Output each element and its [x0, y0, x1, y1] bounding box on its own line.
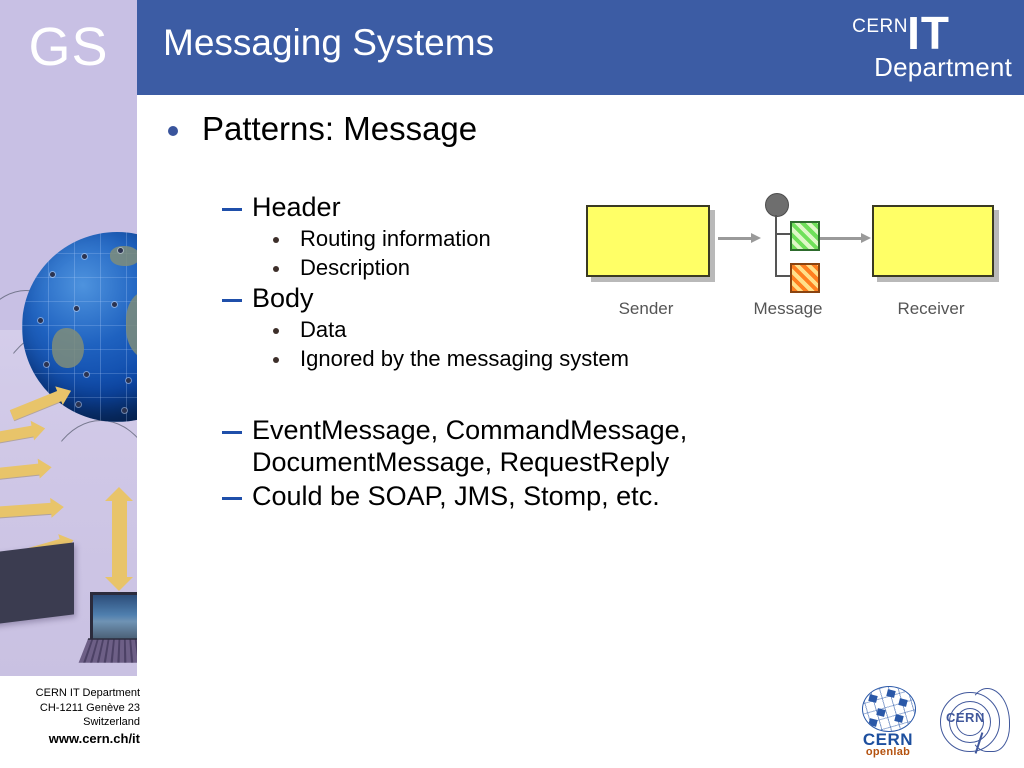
department-logo-text: Department [874, 52, 1012, 82]
receiver-box [872, 205, 994, 277]
globe-landmass [110, 246, 137, 266]
globe-node [112, 302, 117, 307]
bullet-small-dot-icon [273, 265, 279, 272]
message-label: Message [753, 299, 823, 318]
globe-node [118, 248, 123, 253]
bullet-level3-data: Data [160, 317, 760, 344]
footer-website-url[interactable]: www.cern.ch/it [48, 730, 140, 746]
bullet-level2-body: Body [160, 283, 760, 315]
laptop-screen-graphic [90, 592, 137, 642]
sender-box [586, 205, 710, 277]
bullet-dot-icon [168, 126, 178, 136]
content-spacer [160, 375, 760, 415]
message-tree-branch-header [775, 233, 791, 235]
bullet-text: Header [252, 191, 341, 222]
globe-node [74, 306, 79, 311]
footer-line-department: CERN IT Department [35, 687, 140, 699]
footer-address: CERN IT Department CH-1211 Genève 23 Swi… [0, 686, 140, 747]
globe-node [122, 408, 127, 413]
openlab-sphere-icon [862, 686, 916, 732]
footer-line-country: Switzerland [83, 716, 140, 729]
bullet-level3-routing-information: Routing information [160, 226, 760, 253]
bullet-small-dot-icon [273, 357, 279, 364]
cern-ring-sweep [968, 688, 1010, 752]
bullet-level2-message-types: EventMessage, CommandMessage, DocumentMe… [160, 415, 760, 479]
it-logo-text: IT [907, 7, 950, 59]
gs-logo: GS [28, 17, 109, 77]
bullet-text: Patterns: Message [202, 110, 478, 147]
bullet-small-dot-icon [273, 328, 279, 335]
bullet-dash-icon [222, 496, 242, 500]
bullet-text: Body [252, 283, 314, 314]
cern-logo-text: CERN [852, 16, 908, 37]
bullet-text: Routing information [300, 225, 491, 251]
message-header-block-icon [790, 221, 820, 251]
globe-node [38, 318, 43, 323]
message-node-circle-icon [765, 193, 789, 217]
message-tree-branch-body [775, 275, 791, 277]
page-title: Messaging Systems [163, 22, 495, 63]
slide-header: Messaging Systems CERN IT Department [137, 0, 1024, 95]
footer-logos: CERN openlab CERN [844, 686, 1014, 762]
bullet-dash-icon [222, 299, 242, 303]
globe-node [44, 362, 49, 367]
bullet-dash-icon [222, 430, 242, 434]
globe-node [126, 378, 131, 383]
bullet-small-dot-icon [273, 236, 279, 243]
openlab-cern-text: CERN [862, 730, 914, 749]
bullet-text: Could be SOAP, JMS, Stomp, etc. [252, 480, 660, 511]
bullet-dash-icon [222, 207, 242, 211]
cern-accelerator-logo: CERN [938, 688, 1010, 758]
cern-it-department-logo: CERN IT Department [818, 7, 1018, 90]
arrow-right-icon [718, 233, 761, 243]
bullet-level3-ignored-by-messaging-system: Ignored by the messaging system [160, 346, 760, 373]
laptop-keyboard-graphic [78, 638, 137, 663]
openlab-word-text: openlab [865, 746, 911, 758]
bullet-level1-patterns: Patterns: Message [160, 110, 760, 148]
footer-line-city: CH-1211 Genève 23 [39, 701, 140, 714]
bullet-text: EventMessage, CommandMessage, DocumentMe… [252, 414, 688, 477]
globe-landmass [52, 328, 84, 368]
bullet-level2-header: Header [160, 192, 760, 224]
globe-node [82, 254, 87, 259]
arrow-right-icon [820, 233, 871, 243]
bullet-text: Description [300, 254, 411, 280]
bullet-text: Data [300, 317, 347, 343]
bullet-level2-protocols: Could be SOAP, JMS, Stomp, etc. [160, 481, 760, 513]
yellow-double-arrow [105, 487, 133, 591]
globe-node [84, 372, 89, 377]
decorative-sidebar: GS [0, 0, 137, 676]
slide-body-content: Patterns: Message Header Routing informa… [160, 110, 760, 515]
cern-ring-text: CERN [946, 710, 985, 725]
sender-label: Sender [618, 299, 674, 318]
message-tree-branch-vertical [775, 233, 777, 275]
receiver-label: Receiver [897, 299, 965, 318]
cern-openlab-logo: CERN openlab [850, 686, 926, 760]
message-flow-diagram: Sender Message Receiver [578, 193, 1008, 333]
bullet-level3-description: Description [160, 255, 760, 282]
monitor-graphic [0, 542, 74, 626]
bullet-text: Ignored by the messaging system [300, 346, 629, 372]
globe-landmass [126, 290, 137, 360]
globe-node [76, 402, 81, 407]
message-body-block-icon [790, 263, 820, 293]
globe-node [50, 272, 55, 277]
